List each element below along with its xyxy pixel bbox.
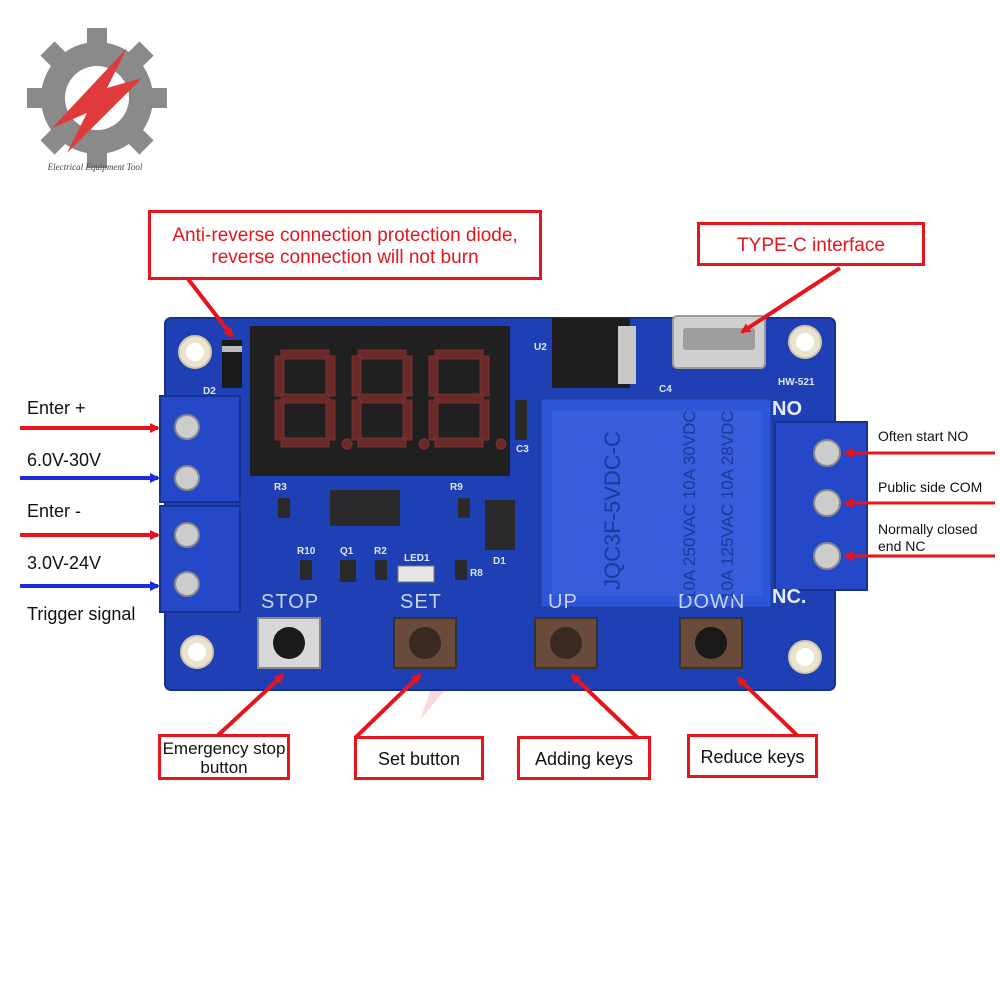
up-button-component [534, 617, 598, 669]
u2-label: U2 [534, 342, 547, 353]
display-digits: 8.8.8. [378, 326, 382, 327]
adding-callout: Adding keys [517, 736, 651, 780]
logo-text: Electrical Equipment Tool [47, 162, 143, 172]
com-label: Public side COM [878, 479, 983, 495]
down-silk: DOWN [678, 591, 746, 613]
r8-label: R8 [470, 568, 483, 579]
set-silk: SET [400, 591, 442, 613]
typec-callout: TYPE-C interface [697, 222, 925, 266]
enter-minus-label: Enter - [27, 501, 82, 521]
q1-label: Q1 [340, 546, 354, 557]
r3-label: R3 [274, 482, 287, 493]
voltage-regulator [552, 318, 630, 388]
no-label: Often start NO [878, 428, 969, 444]
relay [538, 396, 774, 610]
stop-callout: Emergency stop button [158, 734, 290, 780]
arrow-diode [183, 273, 234, 338]
d1-label: D1 [493, 556, 506, 567]
voltage-high-label: 6.0V-30V [27, 450, 102, 470]
relay-rating-2: 10A 125VAC 10A 28VDC [718, 410, 737, 600]
enter-plus-label: Enter + [27, 398, 86, 418]
nc-silk: NC. [772, 586, 807, 608]
arrow-stop [213, 673, 285, 740]
reduce-callout: Reduce keys [687, 734, 818, 778]
trigger-label: Trigger signal [27, 604, 136, 624]
r10-label: R10 [297, 546, 316, 557]
relay-rating-1: 10A 250VAC 10A 30VDC [680, 410, 699, 600]
no-silk: NO [772, 398, 802, 420]
arrow-typec [740, 266, 842, 334]
c4-label: C4 [659, 384, 672, 395]
voltage-low-label: 3.0V-24V [27, 553, 102, 573]
led1-label: LED1 [404, 553, 430, 564]
set-callout: Set button [354, 736, 484, 780]
stop-button-component [257, 617, 321, 669]
display-readout: 8.8.8. [250, 326, 510, 476]
input-terminal-block [159, 395, 241, 613]
c3-label: C3 [516, 444, 529, 455]
arrow-set [353, 673, 422, 740]
nc-label: Normally closed end NC [878, 521, 978, 554]
relay-model: JQC3F-5VDC-C [600, 431, 625, 590]
model-label: HW-521 [778, 377, 815, 388]
diode-callout: Anti-reverse connection protection diode… [148, 210, 542, 280]
seven-segment-display [250, 326, 510, 476]
output-terminal-block [774, 421, 868, 591]
arrow-down [736, 676, 802, 740]
r9-label: R9 [450, 482, 463, 493]
d2-label: D2 [203, 386, 216, 397]
arrow-up [570, 673, 642, 742]
r2-label: R2 [374, 546, 387, 557]
set-button-component [393, 617, 457, 669]
stop-silk: STOP [261, 591, 320, 613]
down-button-component [679, 617, 743, 669]
up-silk: UP [548, 591, 578, 613]
gear-lightning-logo [27, 28, 167, 168]
